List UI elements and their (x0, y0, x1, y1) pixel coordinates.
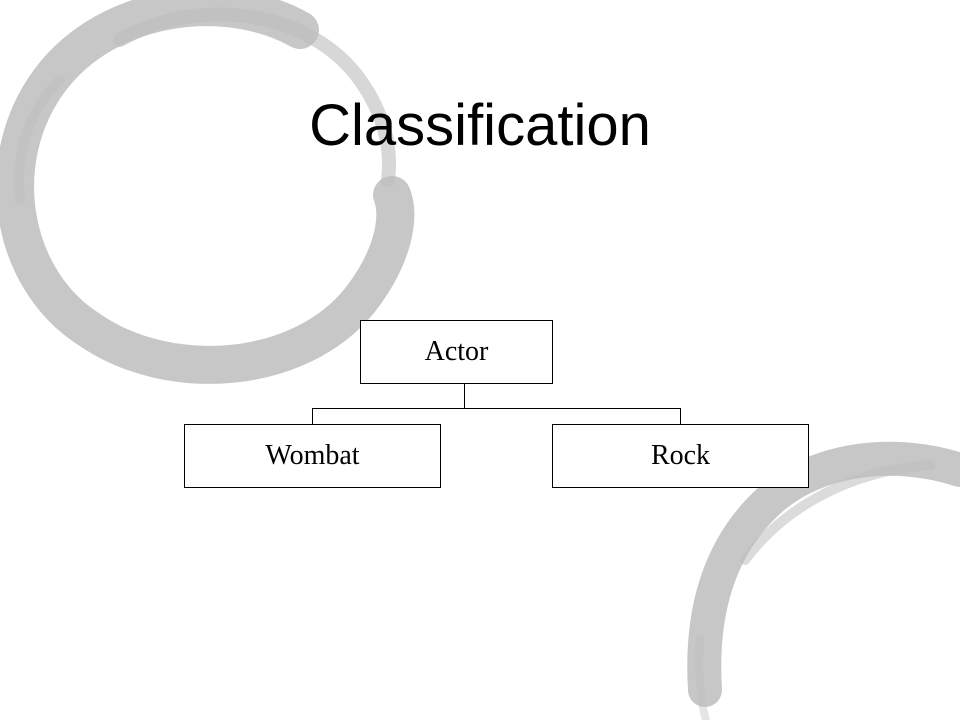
node-rock: Rock (552, 424, 809, 488)
node-wombat: Wombat (184, 424, 441, 488)
swirl-arc-bottom-right-thin (740, 460, 935, 565)
swirl-arc-bottom-right (687, 441, 960, 707)
swirl-arc-bottom-right-fade (695, 636, 710, 720)
swirl-arc-top-left (0, 0, 415, 384)
swirl-arc-top-left-fade (14, 75, 65, 205)
swirl-arc-top-left-thin (113, 7, 397, 187)
node-actor: Actor (360, 320, 553, 384)
node-wombat-label: Wombat (265, 440, 360, 471)
node-rock-label: Rock (650, 440, 711, 471)
slide-title: Classification (309, 93, 651, 158)
node-actor-label: Actor (424, 336, 489, 367)
